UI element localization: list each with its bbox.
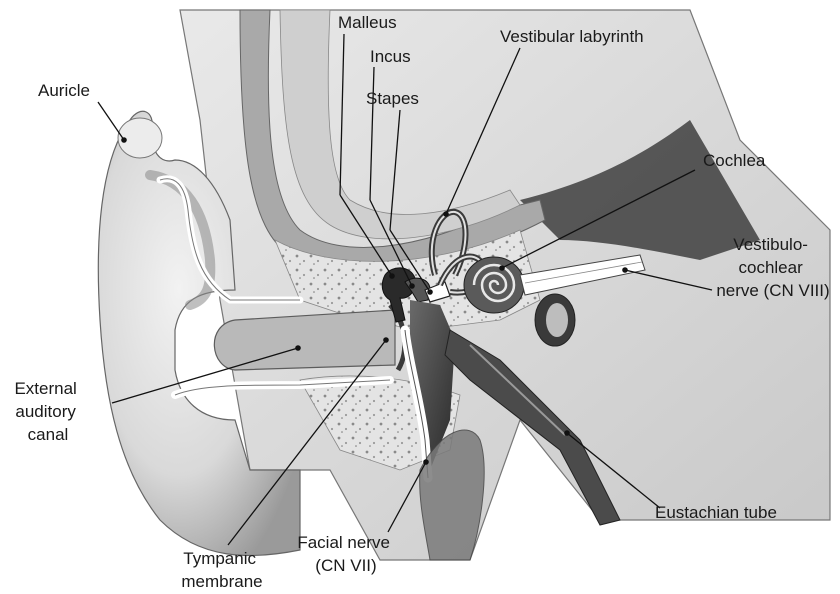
label-external-auditory-canal: External auditory canal [14,379,81,444]
label-eustachian-tube: Eustachian tube [655,503,777,522]
leader-dot-tympanic [383,337,389,343]
leader-dot-stapes [427,289,433,295]
leader-dot-vestibulocochlear [622,267,628,273]
label-tympanic-membrane: Tympanic membrane [181,549,262,591]
label-vestibular-labyrinth: Vestibular labyrinth [500,27,644,46]
label-cochlea: Cochlea [703,151,766,170]
leader-dot-cochlea [499,265,505,271]
label-auricle: Auricle [38,81,90,100]
cochlea-shape [464,257,524,313]
leader-dot-malleus [389,273,395,279]
label-incus: Incus [370,47,411,66]
leader-dot-eustachian [564,430,570,436]
leader-dot-ear-canal [295,345,301,351]
leader-dot-incus [409,283,415,289]
carotid-canal-inner [546,303,568,337]
leader-dot-facial-nerve [423,459,429,465]
label-stapes: Stapes [366,89,419,108]
leader-dot-auricle [121,137,127,143]
ear-canal [214,310,395,370]
leader-dot-vestibular [443,211,449,217]
leader-auricle [98,102,124,140]
label-malleus: Malleus [338,13,397,32]
